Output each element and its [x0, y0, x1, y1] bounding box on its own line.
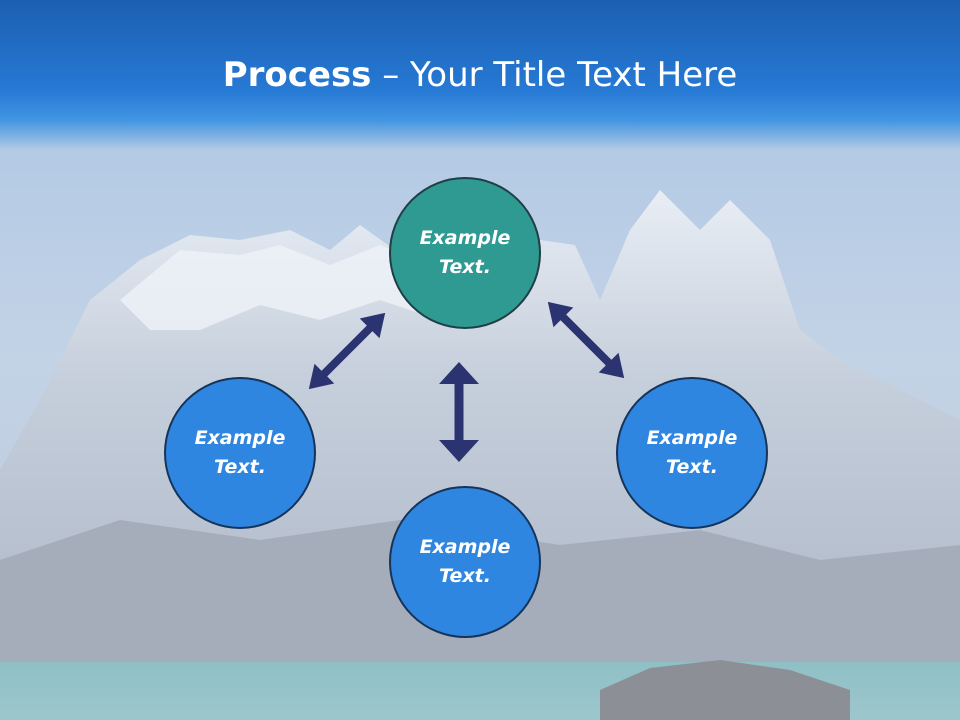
process-node-left[interactable]: Example Text. [164, 377, 316, 529]
node-bottom-text: Example Text. [419, 536, 511, 587]
process-node-right[interactable]: Example Text. [616, 377, 768, 529]
process-node-bottom[interactable]: Example Text. [389, 486, 541, 638]
node-top-text: Example Text. [419, 227, 511, 278]
node-right-text: Example Text. [646, 427, 738, 478]
arrow-vertical [439, 362, 479, 462]
node-left-text: Example Text. [194, 427, 286, 478]
process-node-top[interactable]: Example Text. [389, 177, 541, 329]
arrow-top-right [547, 301, 625, 379]
title-banner [0, 0, 960, 150]
title-regular-part: – Your Title Text Here [371, 55, 738, 95]
title-bold-part: Process [222, 55, 372, 95]
arrow-top-left [308, 312, 386, 390]
slide-title: Process – Your Title Text Here [0, 54, 960, 96]
